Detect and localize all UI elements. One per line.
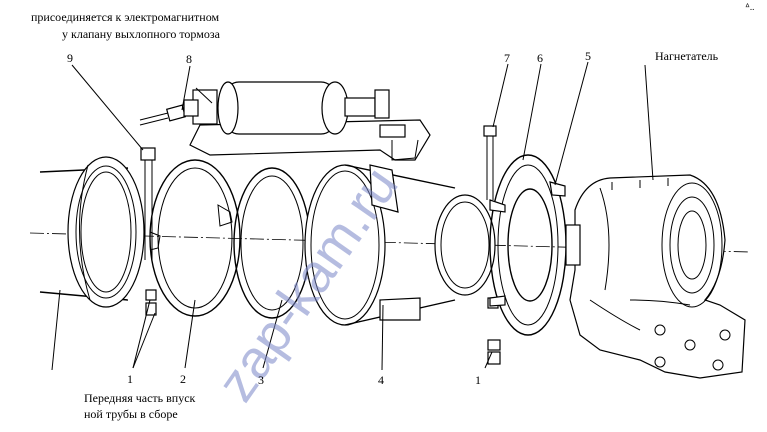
caption-bottom-line2: ной трубы в сборе (84, 407, 178, 421)
callout-ring-5: 5 (585, 49, 591, 63)
callout-clamp-6: 6 (537, 51, 543, 65)
clamp-ring-2 (149, 159, 241, 317)
pipe-spigot (434, 194, 496, 296)
callout-bolt-7: 7 (504, 51, 510, 65)
callout-nut-1-right: 1 (475, 373, 481, 387)
electrical-connector-8 (139, 99, 199, 126)
caption-supercharger: Нагнетатель (655, 49, 719, 63)
exhaust-brake-body-4 (304, 164, 456, 326)
turbocharger (565, 174, 746, 379)
bolt-9 (140, 147, 157, 316)
brake-actuator-cylinder (189, 81, 431, 161)
callout-body-4: 4 (378, 373, 384, 387)
caption-top-line1: присоединяется к электромагнитном (31, 10, 219, 24)
front-intake-pipe (39, 156, 145, 308)
sealing-ring-5 (507, 181, 566, 302)
caption-top-line2: у клапану выхлопного тормоза (62, 27, 221, 41)
callout-ring-3: 3 (258, 373, 264, 387)
callout-nut-1-left: 1 (127, 372, 133, 386)
caption-bottom-line1: Передняя часть впуск (84, 391, 196, 405)
leader-lines (51, 61, 654, 371)
clamp-ring-6 (489, 154, 567, 336)
callout-connector-8: 8 (186, 52, 192, 66)
callout-clamp-2: 2 (180, 372, 186, 386)
corner-mark: ᐞ.. (745, 2, 754, 12)
callout-bolt-9: 9 (67, 51, 73, 65)
